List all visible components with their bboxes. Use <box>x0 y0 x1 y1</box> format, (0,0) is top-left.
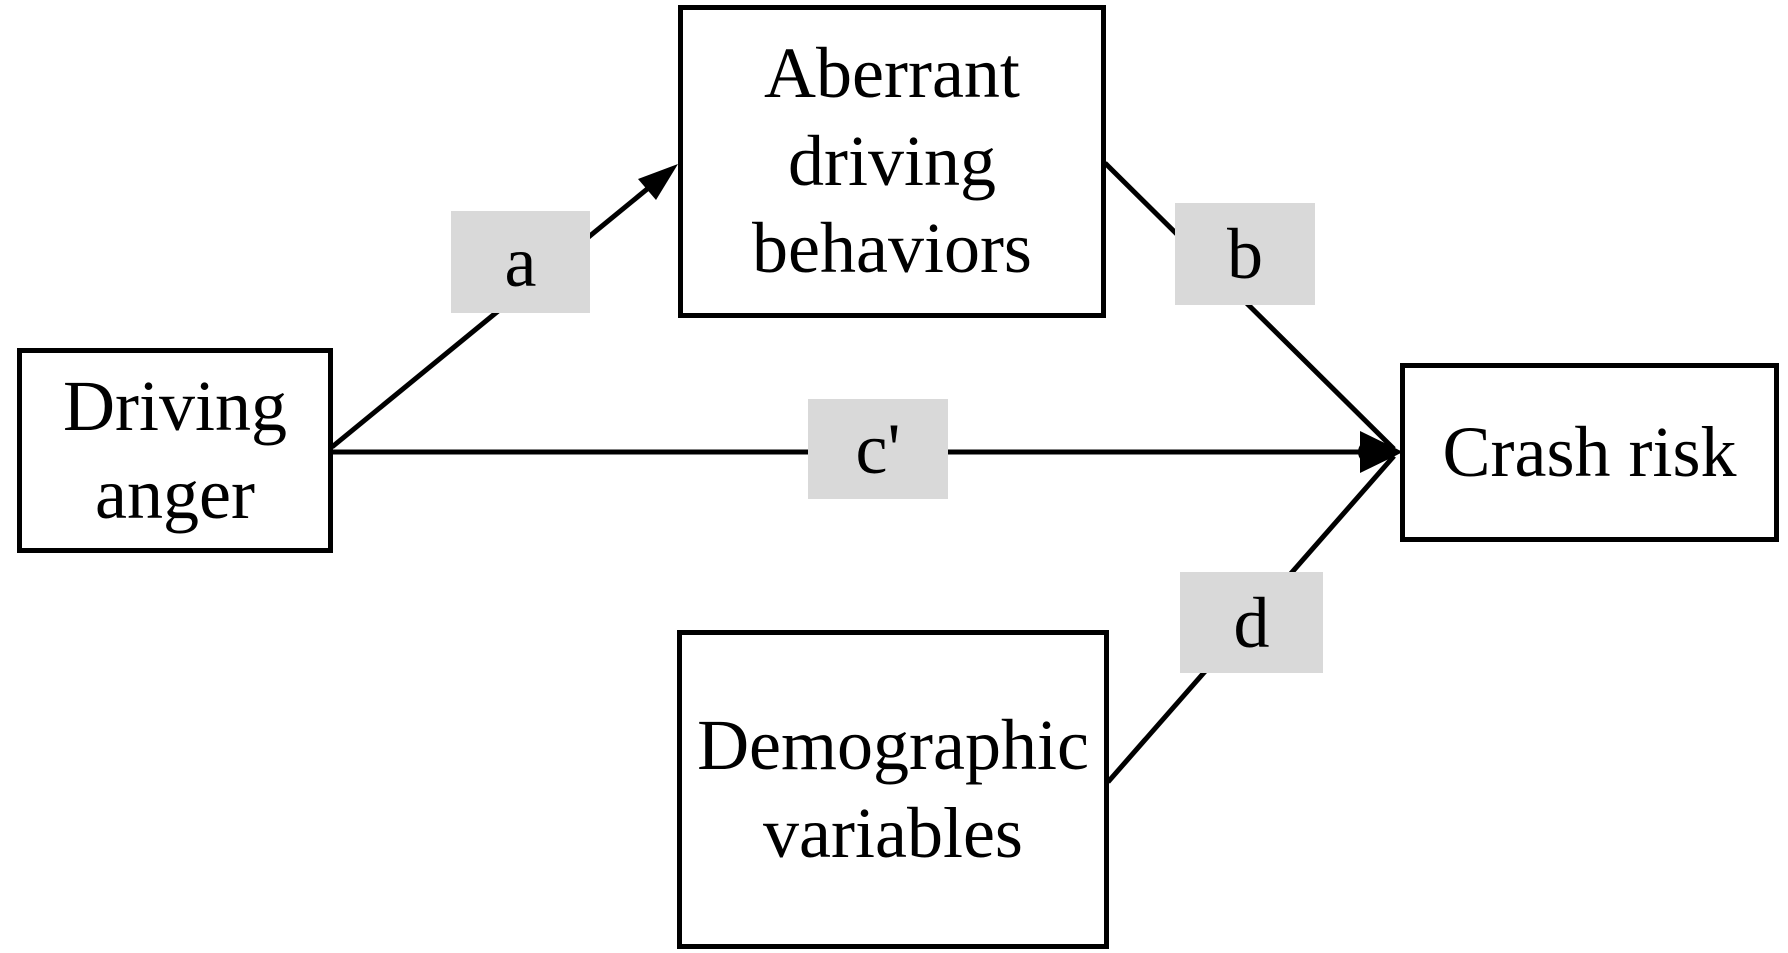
node-aberrant-driving-behaviors: Aberrant driving behaviors <box>678 5 1106 318</box>
arrow-b-line <box>1103 161 1396 451</box>
path-label-a-text: a <box>504 222 537 302</box>
arrow-a-arrowhead-icon <box>638 164 678 200</box>
path-label-a: a <box>451 211 590 313</box>
node-demographic-variables: Demographic variables <box>677 630 1109 949</box>
node-aberrant-driving-behaviors-label: Aberrant driving behaviors <box>752 32 1032 289</box>
path-label-c-prime-text: c' <box>855 409 901 489</box>
path-label-d-text: d <box>1233 582 1270 663</box>
node-crash-risk-label: Crash risk <box>1442 411 1737 492</box>
node-driving-anger-label: Driving anger <box>63 365 287 534</box>
node-demographic-variables-label: Demographic variables <box>697 704 1089 873</box>
path-label-b-text: b <box>1227 214 1263 294</box>
path-label-d: d <box>1180 572 1323 673</box>
path-label-b: b <box>1175 203 1315 305</box>
crash-risk-arrowhead-icon <box>1360 431 1403 473</box>
node-crash-risk: Crash risk <box>1400 363 1779 542</box>
path-label-c-prime: c' <box>808 399 948 499</box>
node-driving-anger: Driving anger <box>17 348 333 553</box>
